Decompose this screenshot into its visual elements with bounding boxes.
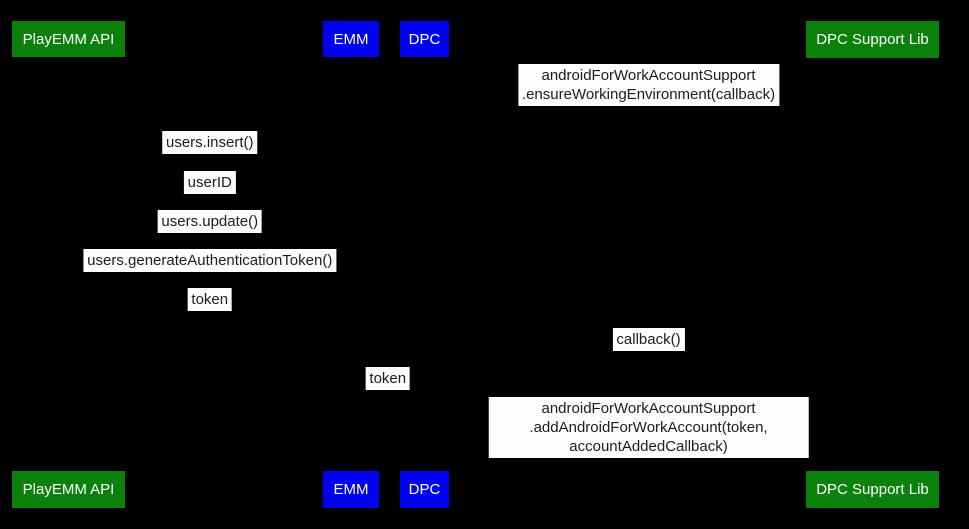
message-callback: callback() bbox=[612, 328, 685, 351]
message-generate-authentication-token: users.generateAuthenticationToken() bbox=[83, 249, 337, 272]
actor-dpc-support-lib-bottom: DPC Support Lib bbox=[806, 471, 939, 508]
message-token-forward: token bbox=[365, 367, 411, 390]
message-ensure-working-environment: androidForWorkAccountSupport .ensureWork… bbox=[517, 64, 780, 106]
actor-dpc-top: DPC bbox=[400, 21, 449, 57]
actor-playemm-api-bottom: PlayEMM API bbox=[12, 471, 125, 508]
message-token-return: token bbox=[187, 288, 233, 311]
message-users-update: users.update() bbox=[157, 210, 263, 233]
message-user-id: userID bbox=[183, 171, 236, 194]
message-users-insert: users.insert() bbox=[161, 131, 258, 154]
actor-dpc-support-lib-top: DPC Support Lib bbox=[806, 21, 939, 58]
actor-dpc-bottom: DPC bbox=[400, 471, 449, 508]
actor-emm-bottom: EMM bbox=[323, 471, 379, 508]
actor-playemm-api-top: PlayEMM API bbox=[12, 21, 125, 57]
actor-emm-top: EMM bbox=[323, 21, 379, 57]
message-add-android-for-work-account: androidForWorkAccountSupport .addAndroid… bbox=[488, 397, 809, 458]
